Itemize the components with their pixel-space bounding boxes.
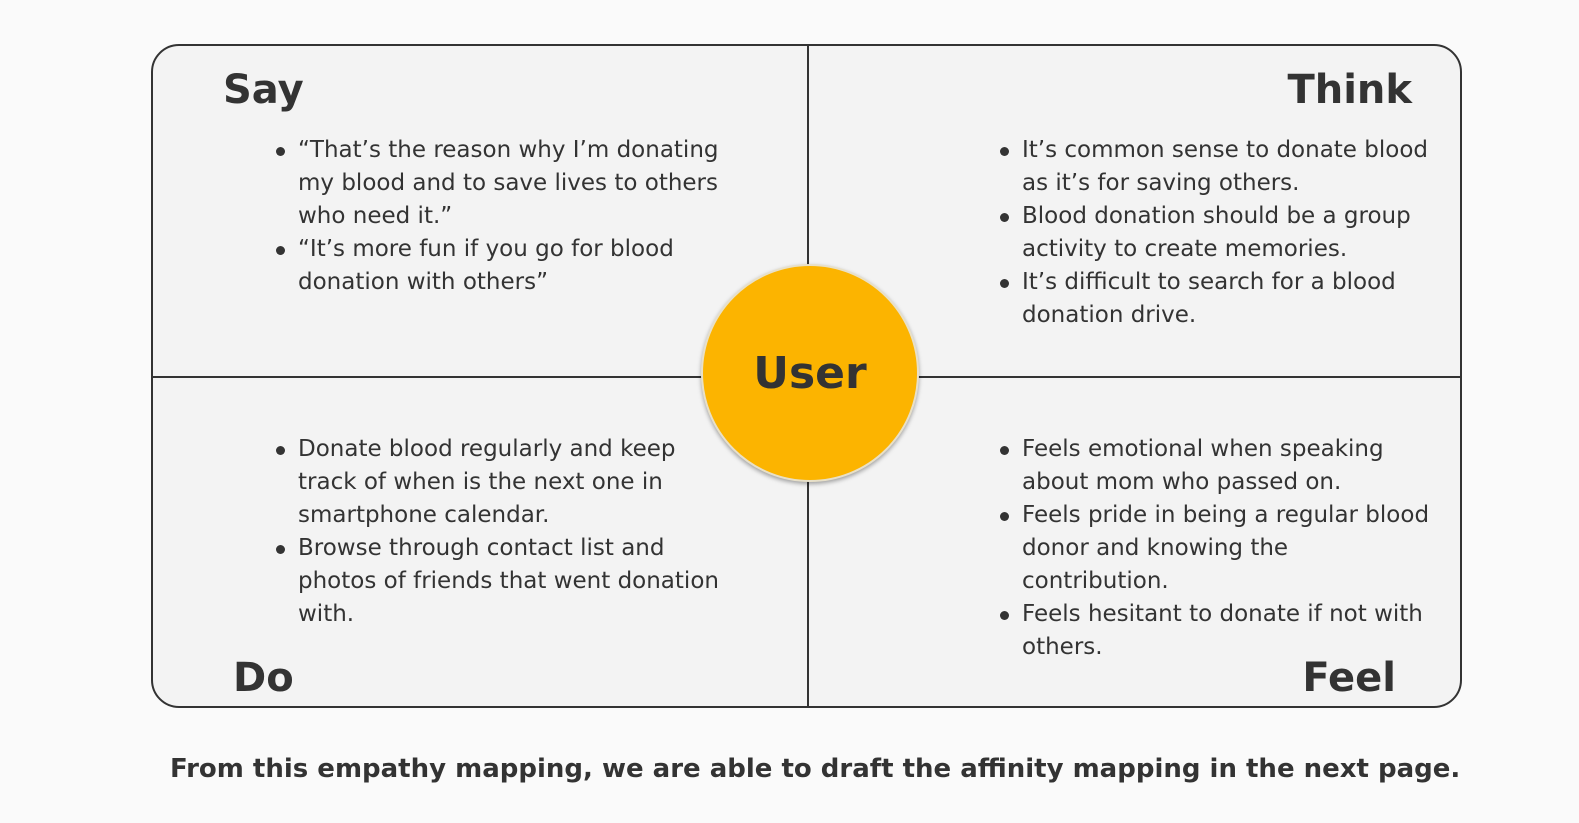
empathy-map: Say Think Do Feel “That’s the reason why… <box>151 44 1462 708</box>
say-title: Say <box>223 67 304 113</box>
footer-text: From this empathy mapping, we are able t… <box>170 754 1461 784</box>
feel-item: Feels hesitant to donate if not with oth… <box>1000 598 1432 664</box>
think-item: Blood donation should be a group activit… <box>1000 200 1432 266</box>
think-item: It’s difficult to search for a blood don… <box>1000 266 1432 332</box>
do-list: Donate blood regularly and keep track of… <box>276 433 738 631</box>
user-label: User <box>753 347 867 399</box>
think-item: It’s common sense to donate blood as it’… <box>1000 134 1432 200</box>
say-item: “That’s the reason why I’m donating my b… <box>276 134 738 233</box>
think-list: It’s common sense to donate blood as it’… <box>1000 134 1432 332</box>
do-item: Donate blood regularly and keep track of… <box>276 433 738 532</box>
say-item: “It’s more fun if you go for blood donat… <box>276 233 738 299</box>
think-title: Think <box>1287 67 1412 113</box>
do-title: Do <box>233 655 294 701</box>
user-circle: User <box>701 264 919 482</box>
feel-item: Feels pride in being a regular blood don… <box>1000 499 1432 598</box>
feel-title: Feel <box>1302 655 1396 701</box>
say-list: “That’s the reason why I’m donating my b… <box>276 134 738 299</box>
feel-list: Feels emotional when speaking about mom … <box>1000 433 1432 664</box>
do-item: Browse through contact list and photos o… <box>276 532 738 631</box>
feel-item: Feels emotional when speaking about mom … <box>1000 433 1432 499</box>
